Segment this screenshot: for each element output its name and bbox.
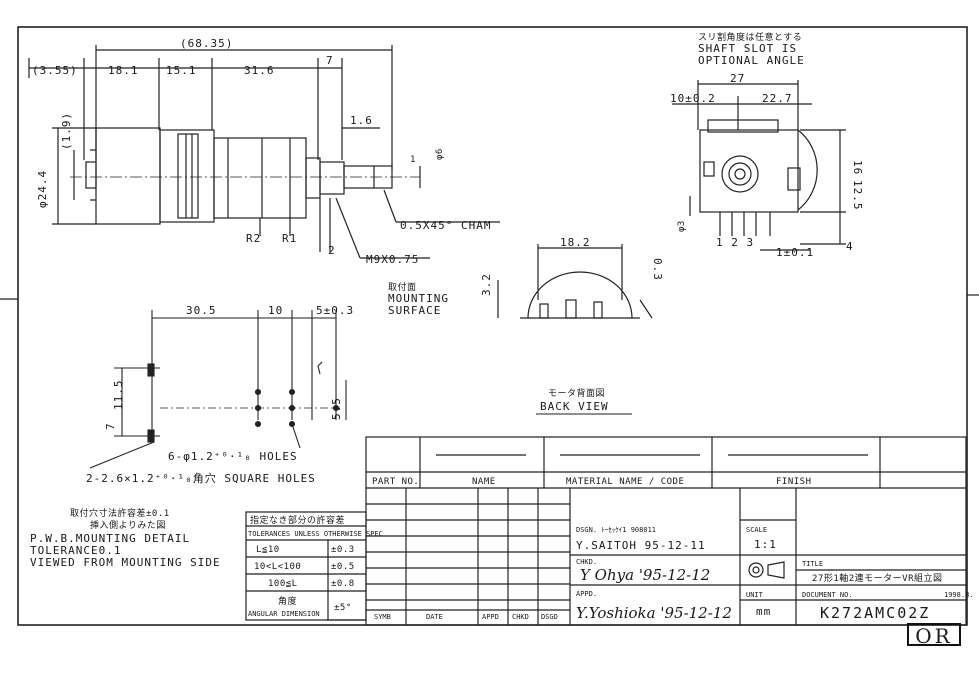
dim-10: 10±0.2 bbox=[670, 92, 716, 105]
back-view-jp: モータ背面図 bbox=[548, 387, 605, 399]
mount-jp: 取付面 bbox=[388, 282, 417, 293]
tb-unit: mm bbox=[756, 605, 771, 618]
or-stamp: OR bbox=[907, 623, 961, 648]
pwb-note1: P.W.B.MOUNTING DETAIL bbox=[30, 532, 190, 545]
dim-12-5: 12.5 bbox=[851, 180, 864, 211]
tol-title-jp: 指定なき部分の許容差 bbox=[250, 514, 345, 526]
tb-part-no: PART NO. bbox=[372, 477, 419, 487]
holes-square: 2-2.6×1.2⁺⁰·¹₀角穴 SQUARE HOLES bbox=[86, 471, 316, 485]
pwb-note-jp1: 取付穴寸法許容差±0.1 bbox=[70, 507, 170, 519]
tol-ang-val: ±5° bbox=[334, 603, 352, 613]
shaft-slot-line1: SHAFT SLOT IS bbox=[698, 42, 797, 55]
dim-1-9: (1.9) bbox=[60, 112, 73, 150]
back-view bbox=[497, 244, 653, 319]
tb-symb: SYMB bbox=[374, 613, 391, 621]
mark-1: 1 bbox=[410, 155, 416, 165]
thread-note: M9X0.75 bbox=[366, 253, 419, 266]
dim-pwb-10: 10 bbox=[268, 304, 283, 317]
shaft-slot-jp: スリ割角度は任意とする bbox=[698, 31, 802, 43]
tb-chkd-signature: Y Ohya '95-12-12 bbox=[580, 566, 710, 584]
dim-4: 4 bbox=[846, 240, 854, 253]
shaft-slot-line2: OPTIONAL ANGLE bbox=[698, 54, 805, 67]
front-view bbox=[672, 80, 846, 251]
dim-5-pm: 5±0.3 bbox=[316, 304, 354, 317]
tol-r1-val: ±0.3 bbox=[331, 545, 355, 555]
tol-r3-range: 100≦L bbox=[268, 579, 298, 589]
dim-dia-shaft: φ6 bbox=[435, 148, 445, 160]
side-view-assembly bbox=[28, 45, 500, 259]
dim-16: 16 bbox=[851, 160, 864, 175]
dim-2: 2 bbox=[328, 244, 336, 257]
dim-3-2: 3.2 bbox=[480, 273, 493, 296]
tb-doc-label: DOCUMENT NO. bbox=[802, 591, 853, 599]
dim-15-1: 15.1 bbox=[166, 64, 197, 77]
tol-title: TOLERANCES UNLESS OTHERWISE SPEC bbox=[248, 530, 383, 538]
tb-appd-label: APPD. bbox=[576, 590, 597, 598]
tol-r2-range: 10<L<100 bbox=[254, 562, 301, 572]
tb-title: 27形1軸2連モーターVR組立図 bbox=[812, 572, 943, 584]
tb-appd-signature: Y.Yoshioka '95-12-12 bbox=[576, 604, 732, 622]
tb-dsgn-label: DSGN. ﾄｰｾｯｹｲ1 908011 bbox=[576, 526, 656, 534]
tb-material: MATERIAL NAME / CODE bbox=[566, 477, 684, 487]
dim-31-6: 31.6 bbox=[244, 64, 275, 77]
back-view-label: BACK VIEW bbox=[540, 400, 609, 413]
dim-27: 27 bbox=[730, 72, 745, 85]
dim-dia-3: φ3 bbox=[677, 220, 687, 232]
tb-name: NAME bbox=[472, 477, 496, 487]
tol-r1-range: L≦10 bbox=[256, 545, 280, 555]
dim-18-2: 18.2 bbox=[560, 236, 591, 249]
chamfer-note: 0.5X45° CHAM bbox=[400, 219, 491, 232]
pin-r1: R1 bbox=[282, 232, 297, 245]
dim-5-5: 5.5 bbox=[330, 397, 343, 420]
dim-3-55: (3.55) bbox=[32, 64, 78, 77]
tb-rev: 1998.3. bbox=[944, 591, 974, 599]
title-block-grid bbox=[326, 436, 967, 626]
tb-unit-label: UNIT bbox=[746, 591, 764, 599]
tb-dsgn-name: Y.SAITOH 95-12-11 bbox=[576, 539, 706, 552]
tolerance-table bbox=[245, 511, 367, 621]
pwb-detail bbox=[89, 310, 347, 469]
tb-appd: APPD bbox=[482, 613, 499, 621]
dim-22-7: 22.7 bbox=[762, 92, 793, 105]
pwb-note2: TOLERANCE0.1 bbox=[30, 544, 121, 557]
tb-title-label: TITLE bbox=[802, 560, 823, 568]
pin-numbers: 1 2 3 bbox=[716, 236, 754, 249]
dim-1-pm: 1±0.1 bbox=[776, 246, 814, 259]
holes-round: 6-φ1.2⁺⁰·¹₀ HOLES bbox=[168, 450, 298, 463]
dim-1-6: 1.6 bbox=[350, 114, 373, 127]
tb-chkd: CHKD bbox=[512, 613, 529, 621]
dim-7: 7 bbox=[326, 54, 334, 67]
pwb-note3: VIEWED FROM MOUNTING SIDE bbox=[30, 556, 221, 569]
tb-chkd-label: CHKD. bbox=[576, 558, 597, 566]
mount-line1: MOUNTING bbox=[388, 292, 449, 305]
tol-r2-val: ±0.5 bbox=[331, 562, 355, 572]
tb-scale: 1:1 bbox=[754, 538, 777, 551]
tb-dsgd: DSGD bbox=[541, 613, 558, 621]
dim-30-5: 30.5 bbox=[186, 304, 217, 317]
mount-line2: SURFACE bbox=[388, 304, 441, 317]
tol-r3-val: ±0.8 bbox=[331, 579, 355, 589]
tb-finish: FINISH bbox=[776, 477, 812, 487]
tb-scale-label: SCALE bbox=[746, 526, 767, 534]
dim-0-3: 0.3 bbox=[651, 258, 664, 281]
dim-overall: (68.35) bbox=[180, 37, 233, 50]
dim-dia-body: φ24.4 bbox=[36, 170, 49, 208]
pin-r2: R2 bbox=[246, 232, 261, 245]
tol-ang-jp: 角度 bbox=[278, 595, 297, 607]
tb-doc-no: K272AMC02Z bbox=[820, 604, 930, 622]
tol-ang: ANGULAR DIMENSION bbox=[248, 610, 320, 618]
dim-11-5: 11.5 bbox=[112, 380, 125, 411]
tb-date: DATE bbox=[426, 613, 443, 621]
dim-18-1: 18.1 bbox=[108, 64, 139, 77]
pwb-note-jp2: 挿入側よりみた図 bbox=[90, 519, 166, 531]
dim-7-v: 7 bbox=[104, 422, 117, 430]
